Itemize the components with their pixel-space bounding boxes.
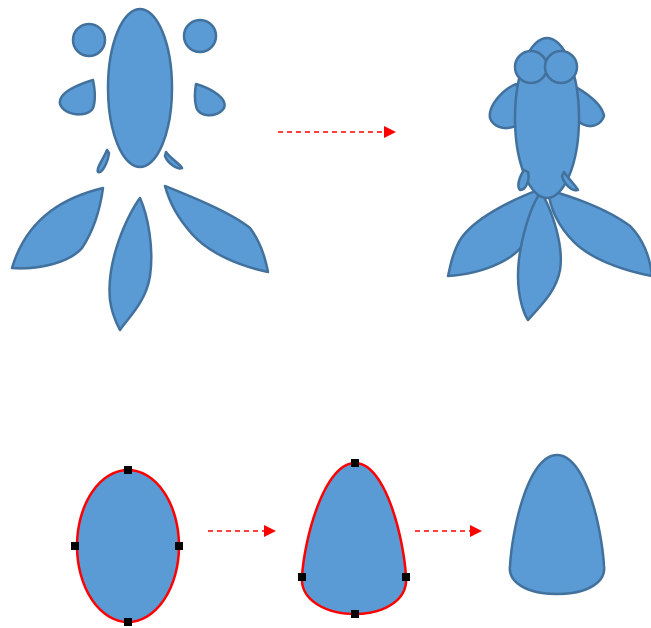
edit-point-handle[interactable] [175,542,183,550]
assembled-right-eye [545,51,577,83]
edit-point-handle[interactable] [124,466,132,474]
right-tail-fin-part [165,186,268,272]
right-pectoral-fin-part [195,84,225,115]
body-part [108,9,172,167]
edit-point-handle[interactable] [351,459,359,467]
egg-shape-with-edit-points [298,459,410,618]
left-pelvic-fin-part [98,150,109,172]
edit-point-handle[interactable] [402,573,410,581]
assembled-right-tail-fin [548,190,651,276]
goldfish-parts-separated [12,9,268,330]
edit-point-handle[interactable] [298,573,306,581]
assembled-left-eye [515,51,547,83]
right-pelvic-fin-part [165,152,182,168]
left-tail-fin-part [12,188,103,268]
center-tail-fin-part [110,198,152,330]
left-eye-part [73,24,105,56]
edit-point-handle[interactable] [71,542,79,550]
egg-shape-edited [302,463,406,614]
egg-shape-final [510,455,604,594]
ellipse-shape [77,470,179,622]
edit-point-handle[interactable] [351,610,359,618]
edit-point-handle[interactable] [124,618,132,626]
ellipse-with-edit-points [71,466,183,626]
right-eye-part [184,20,216,52]
goldfish-assembled [448,38,651,320]
left-pectoral-fin-part [60,80,95,114]
assembled-left-pelvic-fin [518,170,528,190]
